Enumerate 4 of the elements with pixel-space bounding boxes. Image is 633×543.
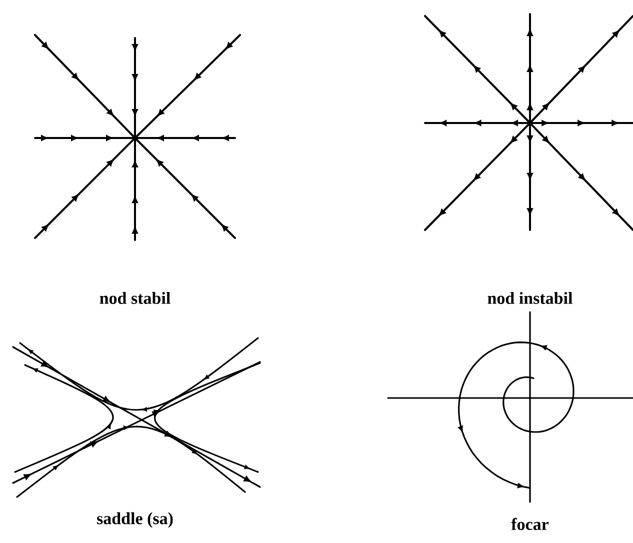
caption: nod stabil: [100, 292, 170, 304]
caption: saddle (sa): [97, 512, 173, 528]
caption: focar: [511, 518, 549, 530]
caption: nod instabil: [488, 292, 572, 304]
